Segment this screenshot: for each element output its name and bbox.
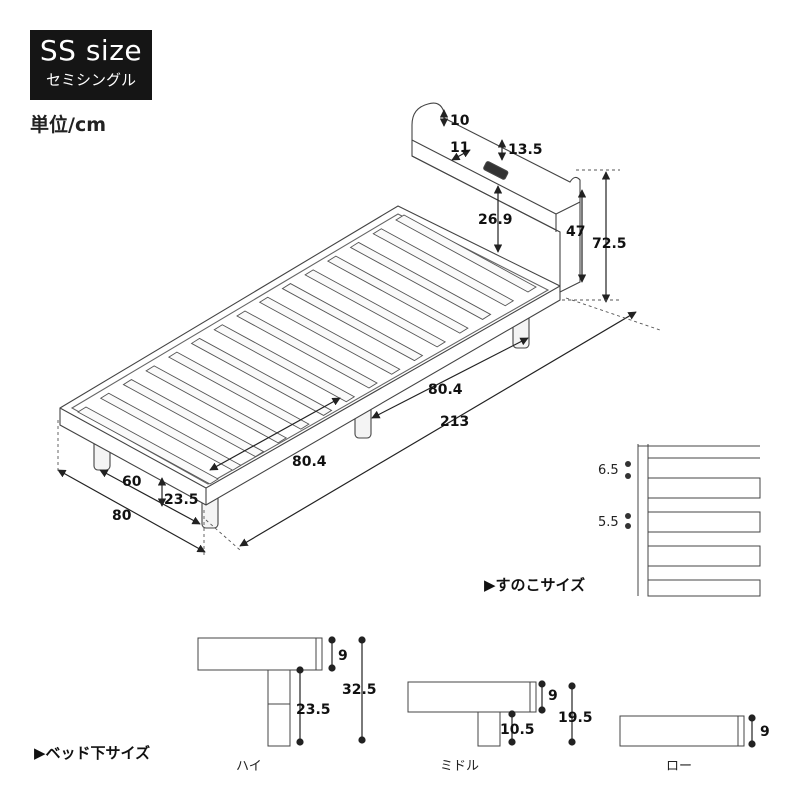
slat-gap-markers <box>625 461 631 529</box>
dim-total-width: 80 <box>112 508 132 524</box>
dim-shelf-depth: 11 <box>450 140 469 156</box>
high-label: ハイ <box>236 759 262 774</box>
leg-high-markers <box>296 636 366 746</box>
middle-frame: 9 <box>548 688 558 704</box>
high-frame: 9 <box>338 648 348 664</box>
high-total: 32.5 <box>342 682 377 698</box>
leg-high-diagram <box>197 637 323 747</box>
dim-total-length: 213 <box>440 414 469 430</box>
slat-gap-1: 6.5 <box>598 463 619 478</box>
middle-total: 19.5 <box>558 710 593 726</box>
slat <box>77 406 219 485</box>
dim-head-lower: 47 <box>566 224 585 240</box>
dim-shelf-height: 13.5 <box>508 142 543 158</box>
extension-lines <box>57 169 661 556</box>
dimension-labels: 10 11 13.5 26.9 47 72.5 80.4 213 80.4 60… <box>112 113 627 524</box>
size-name: セミシングル <box>45 71 136 89</box>
slat-gap-2: 5.5 <box>598 515 619 530</box>
usb-outlet-icon <box>483 161 509 180</box>
slat-detail <box>637 444 761 597</box>
low-label: ロー <box>666 759 692 774</box>
size-badge: SS size セミシングル <box>30 30 152 100</box>
slat <box>395 214 537 293</box>
leg-low-markers <box>748 714 756 748</box>
dimension-lines <box>57 109 637 553</box>
leg-middle-diagram <box>407 681 537 747</box>
middle-label: ミドル <box>440 759 479 774</box>
dim-total-height: 72.5 <box>592 236 627 252</box>
slat <box>372 228 515 307</box>
dim-shelf-to-deck: 26.9 <box>478 212 513 228</box>
slat-caption: ▶すのこサイズ <box>484 576 585 594</box>
unit-label: 単位/cm <box>30 114 107 136</box>
low-frame: 9 <box>760 724 770 740</box>
dim-half-length-right: 80.4 <box>428 382 463 398</box>
dim-leg-height: 23.5 <box>164 492 199 508</box>
leg-middle-markers <box>508 680 576 746</box>
leg-caption: ▶ベッド下サイズ <box>34 744 150 762</box>
leg-low-diagram <box>619 715 745 747</box>
middle-leg: 10.5 <box>500 722 535 738</box>
dim-frame-width: 60 <box>122 474 142 490</box>
dim-half-length-left: 80.4 <box>292 454 327 470</box>
dim-headboard-top: 10 <box>450 113 470 129</box>
high-leg: 23.5 <box>296 702 331 718</box>
size-label: SS size <box>39 34 143 67</box>
